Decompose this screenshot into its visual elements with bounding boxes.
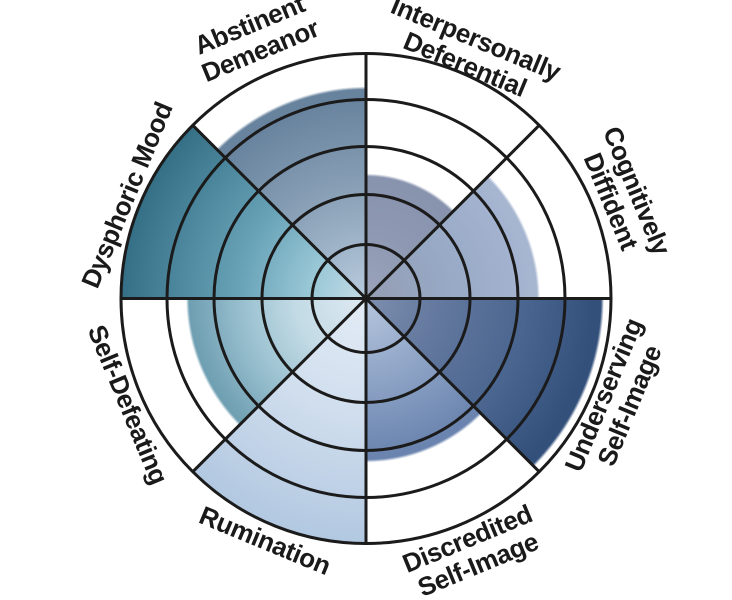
svg-text:Self-Defeating: Self-Defeating [82,321,174,489]
